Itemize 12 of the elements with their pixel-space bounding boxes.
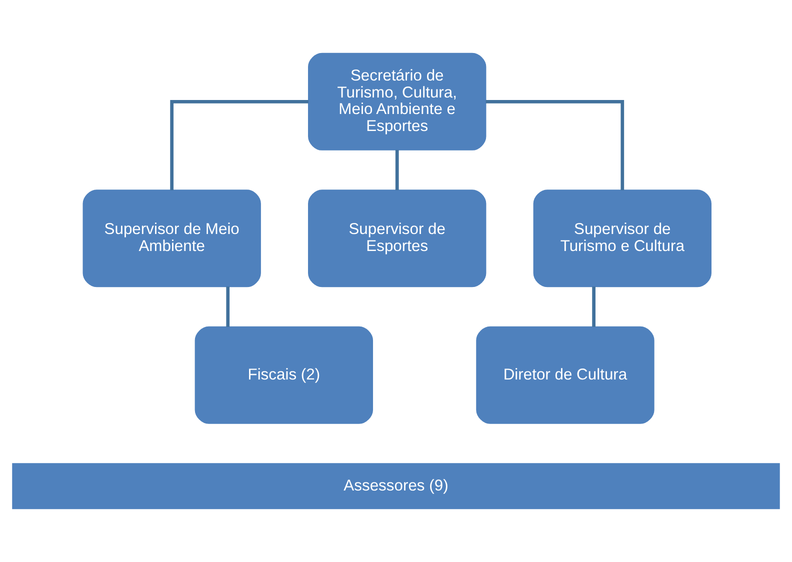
- node-box: Fiscais (2): [194, 326, 374, 424]
- node-box: Secretário de Turismo, Cultura, Meio Ambiente e Esportes: [308, 52, 486, 150]
- node-box: Diretor de Cultura: [476, 326, 654, 424]
- node-box: Supervisor de Meio Ambiente: [82, 190, 261, 288]
- node-box: Supervisor de Turismo e Cultura: [533, 190, 712, 288]
- connector: [592, 286, 596, 327]
- connector: [486, 100, 624, 190]
- connector: [170, 100, 308, 190]
- node-box: Assessores (9): [12, 463, 780, 510]
- node-box: Supervisor de Esportes: [308, 190, 486, 288]
- connector: [226, 286, 230, 327]
- connector: [395, 150, 399, 190]
